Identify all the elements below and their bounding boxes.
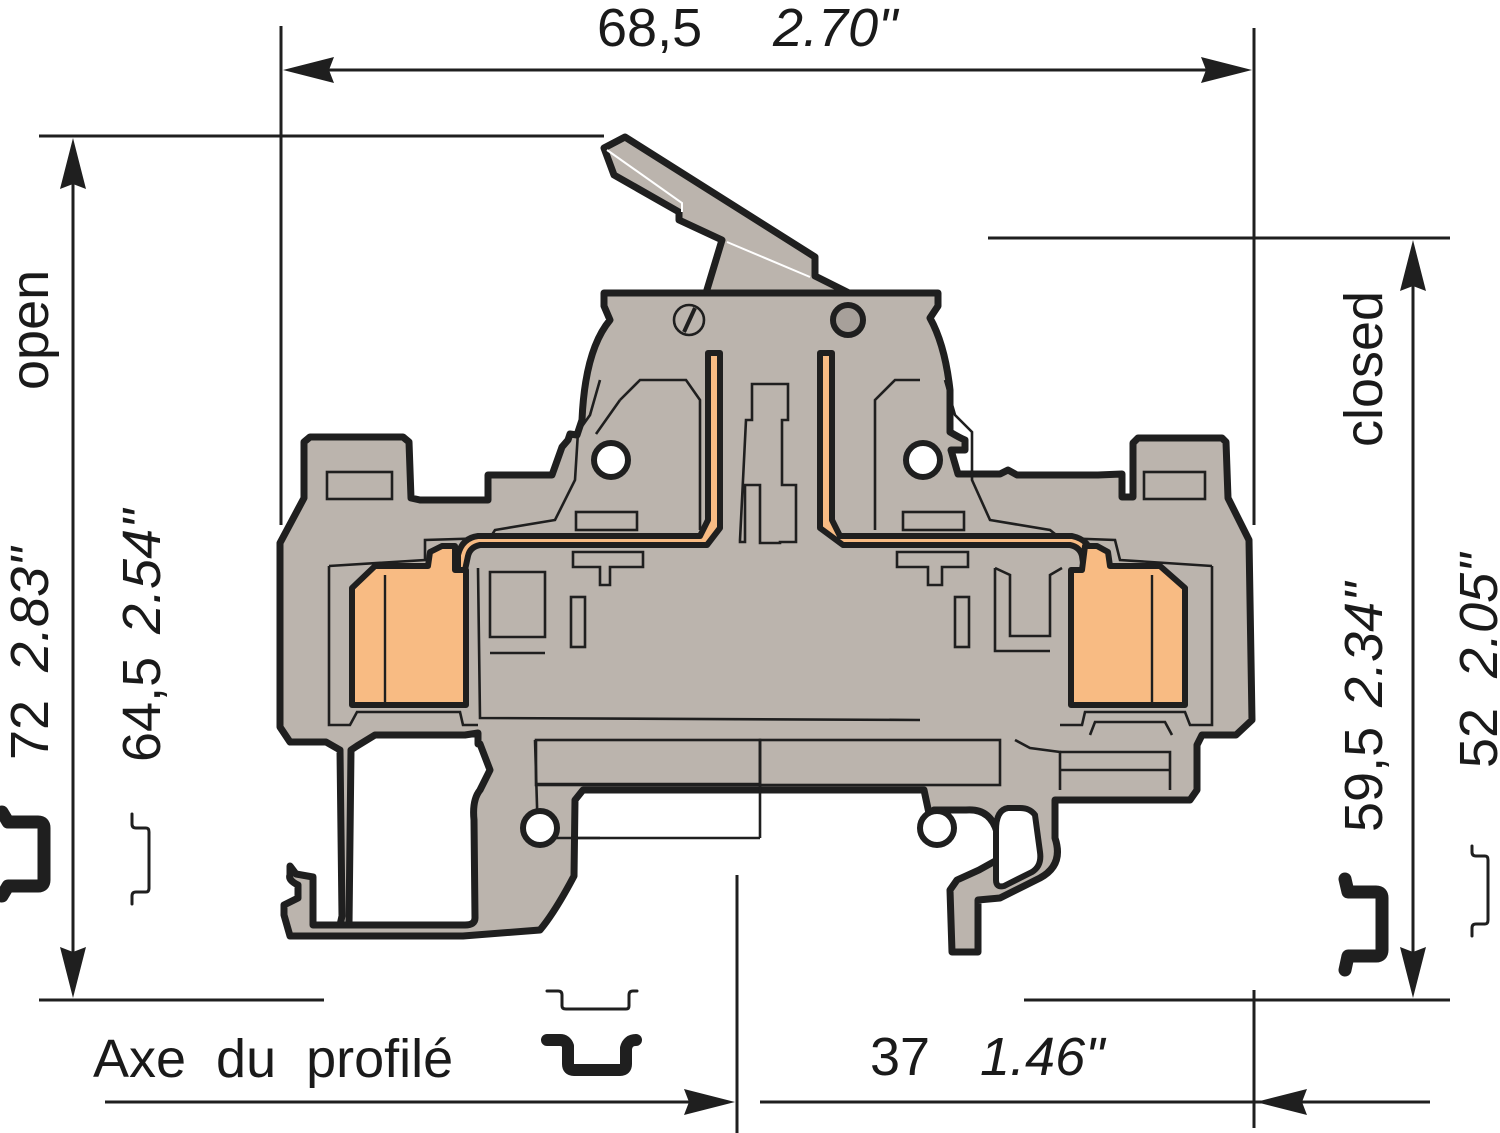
fuse-slot xyxy=(738,382,798,545)
closed-height-inch-label: 2.34" xyxy=(1334,580,1394,708)
din-rail-symbols xyxy=(0,805,1490,1076)
arrowhead-right-icon xyxy=(684,1089,735,1115)
foot-slot xyxy=(993,805,1044,890)
din-rail-35x7.5-icon xyxy=(130,812,151,906)
din-rail-35x15-icon xyxy=(0,805,51,903)
rivet-icon xyxy=(830,302,866,338)
left-clamp xyxy=(349,543,469,708)
mount-hole-left xyxy=(520,808,560,848)
din-rail-35x15-icon xyxy=(1338,872,1389,977)
mount-hole-right xyxy=(917,808,957,848)
right-clamp xyxy=(1068,543,1188,708)
din-rail-35x15-icon xyxy=(541,1034,642,1076)
rail-offset-inch-label: 1.46" xyxy=(980,1027,1107,1087)
housing xyxy=(276,289,1256,956)
rail-axis-label: Axe du profilé xyxy=(93,1029,453,1089)
closed-inner-mm-label: 52 xyxy=(1449,708,1500,768)
closed-inner-inch-label: 2.05" xyxy=(1449,551,1500,679)
fuse-lever xyxy=(600,133,853,297)
housing-details-right xyxy=(873,378,1214,790)
width-inch-label: 2.70" xyxy=(772,0,900,58)
open-inner-inch-label: 2.54" xyxy=(112,507,172,635)
conductor-bars xyxy=(349,350,1188,708)
rail-offset-mm-label: 37 xyxy=(870,1027,930,1087)
test-hole-right xyxy=(903,440,943,480)
closed-label: closed xyxy=(1334,291,1394,447)
closed-height-label-group: 59,5 2.34" closed xyxy=(1334,291,1394,832)
open-inner-mm-label: 64,5 xyxy=(112,657,172,762)
arrowhead-right-icon xyxy=(1201,57,1252,83)
closed-height-mm-label: 59,5 xyxy=(1334,727,1394,832)
arrowhead-left-icon xyxy=(1256,1089,1307,1115)
arrowhead-down-icon xyxy=(60,947,86,998)
closed-inner-height-label-group: 52 2.05" xyxy=(1449,551,1500,768)
dimension-labels: 68,5 2.70" 72 2.83" open 64,5 2.54" 59,5… xyxy=(0,0,1500,1089)
open-height-label-group: 72 2.83" open xyxy=(0,270,60,760)
arrowhead-up-icon xyxy=(60,138,86,189)
din-rail-35x7.5-icon xyxy=(545,989,639,1011)
open-label: open xyxy=(0,270,60,390)
open-inner-height-label-group: 64,5 2.54" xyxy=(112,507,172,762)
dimension-lines xyxy=(39,26,1450,1133)
arrowhead-left-icon xyxy=(283,57,334,83)
test-hole-left xyxy=(591,440,631,480)
din-rail-35x7.5-icon xyxy=(1470,844,1490,938)
width-mm-label: 68,5 xyxy=(597,0,702,58)
open-height-mm-label: 72 xyxy=(0,700,60,760)
arrowhead-down-icon xyxy=(1400,947,1426,998)
terminal-block xyxy=(276,133,1256,956)
label-slot xyxy=(1142,470,1207,501)
arrowhead-up-icon xyxy=(1400,240,1426,291)
housing-details-left xyxy=(325,378,1002,840)
open-height-inch-label: 2.83" xyxy=(0,545,60,673)
label-slot xyxy=(325,470,394,501)
fixings xyxy=(520,302,1044,890)
